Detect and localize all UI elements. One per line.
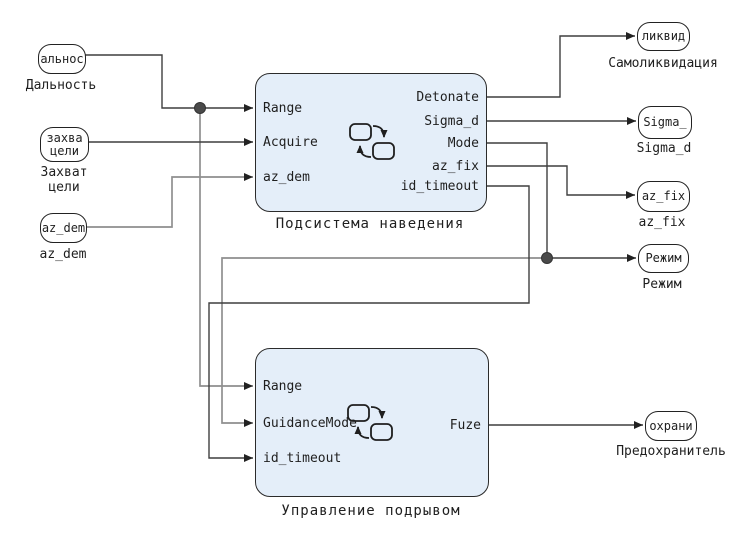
input-pin-id-timeout: id_timeout xyxy=(263,451,342,466)
inport-range[interactable]: альнос xyxy=(38,44,86,74)
inport-acquire-text: захва цели xyxy=(46,130,83,158)
output-pin-detonate: Detonate xyxy=(416,90,479,105)
output-pin-fuze: Fuze xyxy=(449,418,481,433)
stateflow-chart-icon xyxy=(349,123,395,160)
outport-az-fix-text: az_fix xyxy=(641,189,686,203)
chart-detonation-control[interactable]: Range GuidanceMode id_timeout Fuze xyxy=(255,348,489,497)
outport-az-fix-label: az_fix xyxy=(638,215,686,230)
outport-az-fix[interactable]: az_fix xyxy=(637,181,690,212)
wire-az-fix[interactable] xyxy=(485,165,635,199)
outport-self-destruct[interactable]: ликвид xyxy=(637,22,690,51)
chart-guidance-subsystem[interactable]: Range Acquire az_dem Detonate Sigma_d Mo… xyxy=(255,73,487,212)
inport-az-dem-label: az_dem xyxy=(39,247,87,262)
wire-id-timeout[interactable] xyxy=(208,185,530,462)
outport-mode-text: Режим xyxy=(645,251,682,265)
output-pin-sigma-d: Sigma_d xyxy=(424,114,479,129)
outport-self-destruct-text: ликвид xyxy=(641,29,686,43)
outport-self-destruct-label: Самоликвидация xyxy=(608,56,718,71)
input-pin-range: Range xyxy=(263,379,303,394)
input-pin-az-dem: az_dem xyxy=(263,170,310,185)
wire-range-to-guidance[interactable] xyxy=(83,54,253,112)
output-pin-mode: Mode xyxy=(447,136,479,151)
output-pin-id-timeout: id_timeout xyxy=(400,179,479,194)
input-pin-acquire: Acquire xyxy=(263,135,318,150)
wire-range-branch-to-detonation[interactable] xyxy=(199,108,253,390)
inport-range-text: альнос xyxy=(40,51,84,66)
output-pin-az-fix: az_fix xyxy=(432,159,479,174)
chart-caption-detonation: Управление подрывом xyxy=(281,503,461,519)
outport-mode[interactable]: Режим xyxy=(638,244,689,273)
branch-dot-range[interactable] xyxy=(194,102,206,114)
wire-az-dem[interactable] xyxy=(85,173,253,228)
wire-mode[interactable] xyxy=(485,142,636,262)
outport-fuze[interactable]: охрани xyxy=(645,411,697,441)
input-pin-range: Range xyxy=(263,101,303,116)
stateflow-chart-icon xyxy=(347,404,393,441)
outport-sigma-d-label: Sigma_d xyxy=(636,141,692,156)
outport-sigma-d-text: Sigma_ xyxy=(643,115,687,129)
inport-az-dem[interactable]: az_dem xyxy=(40,213,87,243)
wire-mode-branch-to-guidancemode[interactable] xyxy=(221,257,547,427)
outport-fuze-text: охрани xyxy=(649,418,693,433)
inport-acquire-label: Захват цели xyxy=(40,165,88,195)
outport-fuze-label: Предохранитель xyxy=(616,444,726,459)
chart-caption-guidance: Подсистема наведения xyxy=(275,216,465,232)
inport-az-dem-text: az_dem xyxy=(41,220,86,235)
wire-detonate[interactable] xyxy=(485,32,635,98)
inport-acquire[interactable]: захва цели xyxy=(40,127,89,162)
branch-dot-mode[interactable] xyxy=(541,252,553,264)
outport-mode-label: Режим xyxy=(642,277,682,292)
inport-range-label: Дальность xyxy=(25,78,97,93)
input-pin-guidancemode: GuidanceMode xyxy=(263,416,357,431)
outport-sigma-d[interactable]: Sigma_ xyxy=(638,106,692,139)
